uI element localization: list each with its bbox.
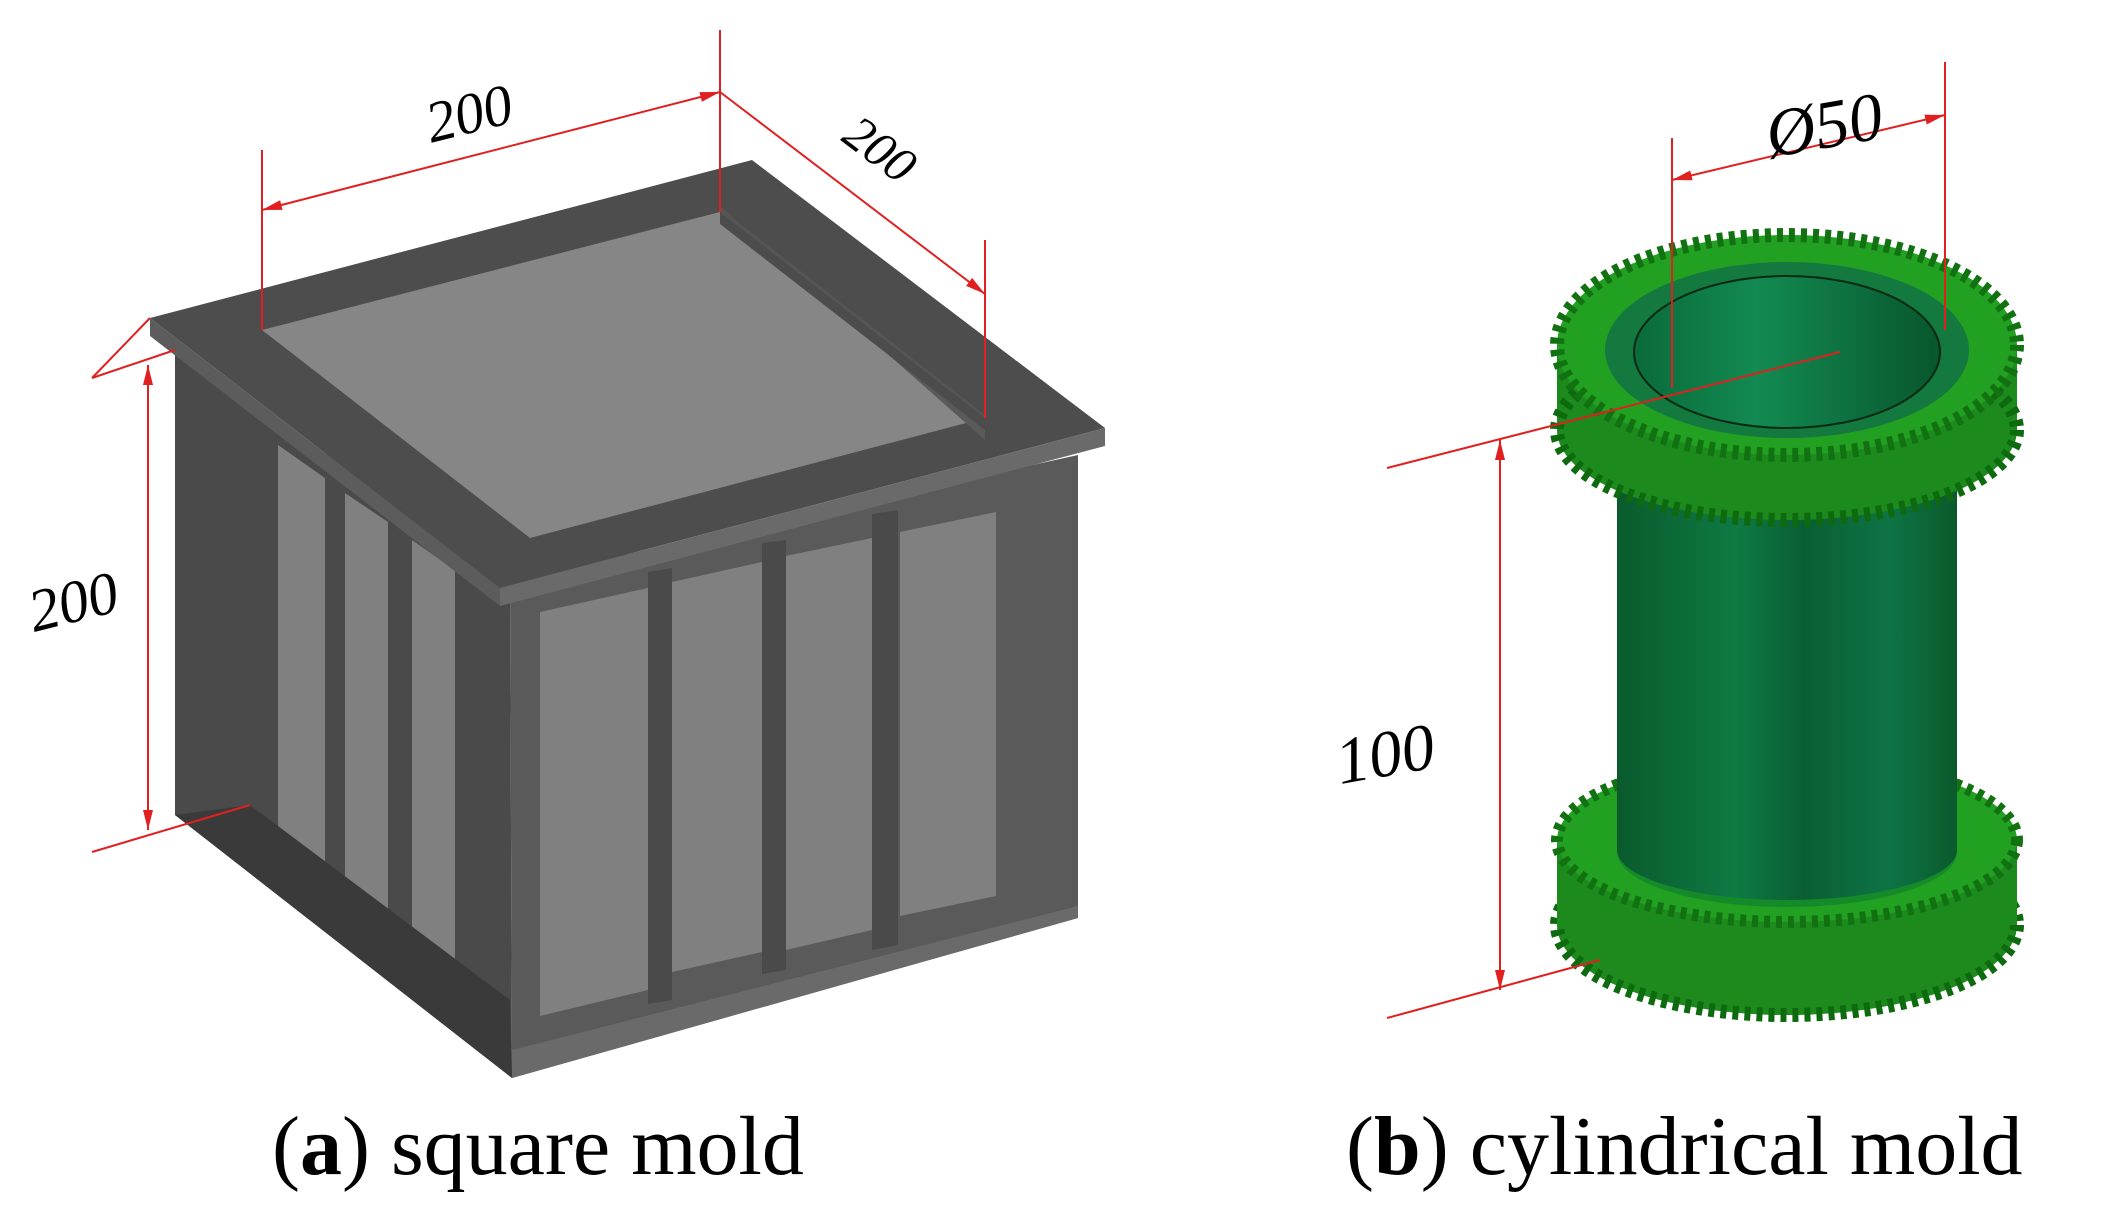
square-mold-dimensions [91, 30, 986, 853]
dim-label-length: 200 [419, 71, 519, 155]
ext-line-height-top2 [91, 349, 176, 379]
dim-label-width: 200 [833, 104, 927, 194]
cylinder-body-bottom [1617, 800, 1957, 900]
mold-top-rim-edge [150, 318, 500, 606]
mold-cavity-shadow [720, 212, 985, 430]
front-rib-1 [648, 568, 672, 1004]
square-mold [150, 160, 1105, 1078]
front-rib-2 [762, 540, 786, 974]
front-rib-3 [872, 510, 898, 950]
front-bottom-lip [512, 906, 1078, 1078]
front-panel-3 [786, 538, 872, 950]
caption-square-mold: (a) square mold [272, 1100, 804, 1193]
caption-text-a: square mold [390, 1100, 804, 1193]
front-panel-2 [672, 562, 762, 972]
ext-line-height-bottom [91, 804, 251, 853]
left-panel-3 [412, 540, 455, 968]
dim-label-height: 200 [22, 559, 125, 645]
ext-line-height-top [91, 317, 151, 379]
dim-line-diameter [1671, 114, 1946, 181]
caption-cylindrical-mold: (b) cylindrical mold [1346, 1100, 2023, 1193]
left-bottom-lip [175, 805, 512, 1078]
left-panel-1 [278, 445, 325, 880]
dim-label-height-b: 100 [1330, 710, 1440, 799]
caption-text-b: cylindrical mold [1469, 1100, 2023, 1193]
ext-line-height-bottom-b [1386, 959, 1601, 1019]
dim-label-diameter: Ø50 [1759, 77, 1889, 172]
caption-letter-a: a [299, 1100, 342, 1193]
left-panel-2 [345, 493, 388, 922]
caption-letter-b: b [1373, 1100, 1421, 1193]
front-panel-4 [900, 512, 996, 916]
mold-cavity-floor [262, 212, 985, 538]
dim-line-length [261, 91, 721, 211]
mold-top-rim-edge-front [500, 428, 1105, 606]
cylinder-bore [1633, 275, 1941, 429]
cylindrical-mold [1550, 228, 2024, 1022]
dim-line-width [719, 91, 986, 295]
cylindrical-mold-dimensions [1386, 62, 1946, 1019]
center-line-top [1386, 351, 1841, 469]
front-panel-1 [540, 588, 648, 1016]
